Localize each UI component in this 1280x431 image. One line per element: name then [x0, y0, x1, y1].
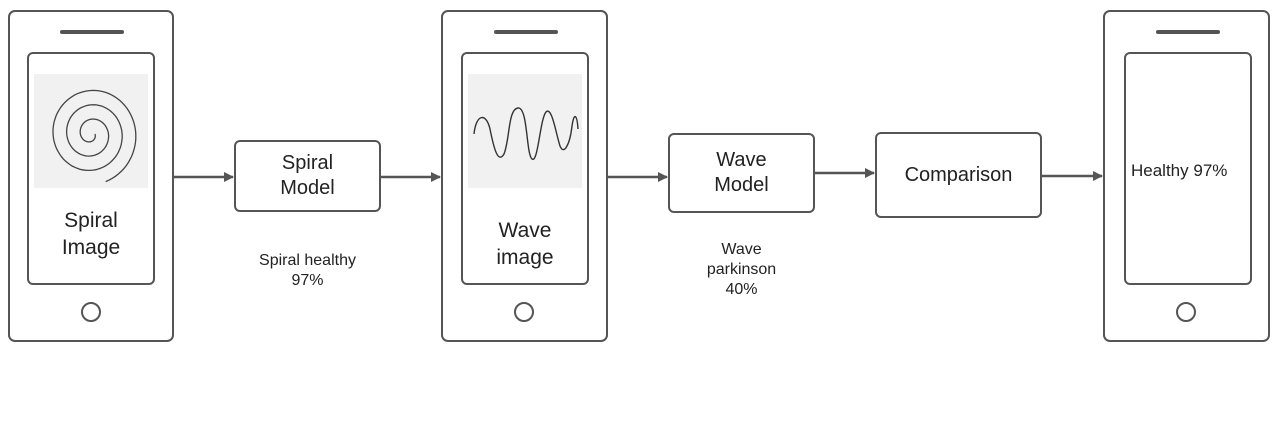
screen-label: Spiral Image	[29, 207, 153, 261]
screen-label-line1: Spiral	[64, 209, 118, 232]
screen-label-line2: image	[496, 246, 554, 269]
phone-screen: Wave image	[461, 52, 589, 285]
phone-speaker	[494, 30, 558, 34]
spiral-stroke	[52, 89, 137, 183]
wave-model-line2: Model	[714, 174, 769, 196]
home-button	[1176, 302, 1196, 322]
home-button	[514, 302, 534, 322]
spiral-drawing-icon	[34, 74, 148, 188]
wave-model-line1: Wave	[716, 149, 767, 171]
spiral-model-box: Spiral Model	[234, 140, 381, 212]
phone-speaker	[1156, 30, 1220, 34]
home-button	[81, 302, 101, 322]
phone-spiral-image: Spiral Image	[8, 10, 174, 342]
wave-model-box: Wave Model	[668, 133, 815, 213]
wave-stroke	[473, 107, 579, 160]
spiral-caption-line2: 97%	[291, 272, 324, 289]
phone-screen: Spiral Image	[27, 52, 155, 285]
phone-speaker	[60, 30, 124, 34]
result-label: Healthy 97%	[1131, 161, 1228, 180]
wave-caption-line3: 40%	[725, 281, 758, 298]
comparison-box: Comparison	[875, 132, 1042, 218]
spiral-model-line1: Spiral	[281, 152, 334, 174]
screen-label-line1: Wave	[498, 219, 552, 242]
phone-result: Healthy 97%	[1103, 10, 1270, 342]
phone-screen: Healthy 97%	[1124, 52, 1252, 285]
spiral-model-line2: Model	[280, 177, 335, 199]
wave-caption-line1: Wave	[721, 241, 762, 258]
spiral-caption-line1: Spiral healthy	[259, 252, 356, 269]
screen-label: Wave image	[463, 217, 587, 271]
wave-caption-line2: parkinson	[706, 261, 777, 278]
comparison-label: Comparison	[904, 163, 1013, 186]
phone-wave-image: Wave image	[441, 10, 608, 342]
wave-model-caption: Wave parkinson 40%	[668, 240, 815, 300]
spiral-model-caption: Spiral healthy 97%	[234, 251, 381, 291]
screen-label-line2: Image	[61, 236, 121, 259]
wave-drawing-icon	[468, 74, 582, 188]
